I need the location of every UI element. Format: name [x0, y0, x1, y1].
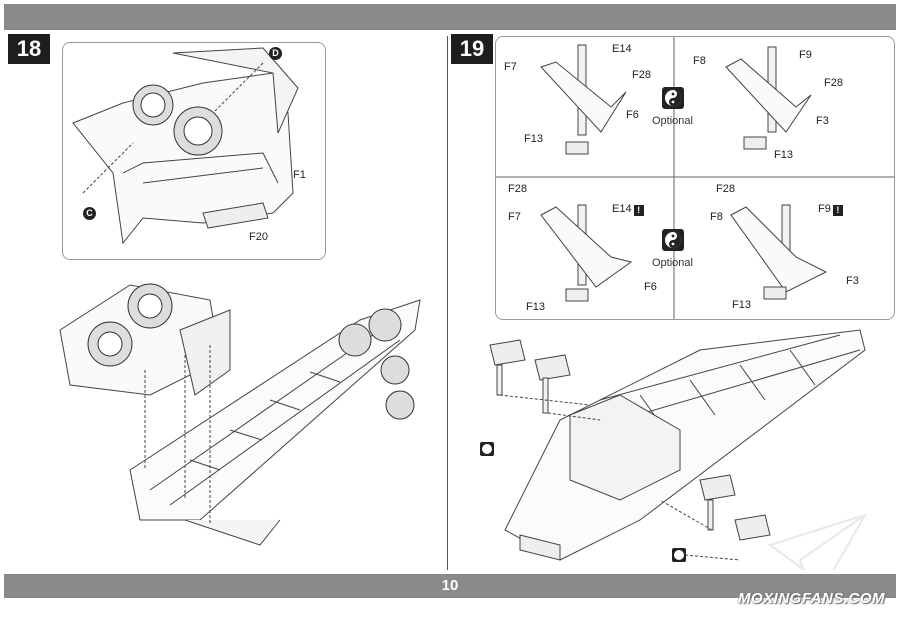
tl-label-f6: F6 — [626, 109, 639, 121]
step-19-number: 19 — [451, 34, 493, 64]
br-label-f9: F9! — [818, 203, 843, 216]
br-label-f3: F3 — [846, 275, 859, 287]
br-label-f13: F13 — [732, 299, 751, 311]
bl-label-f13: F13 — [526, 301, 545, 313]
watermark: MOXINGFANS.COM — [738, 590, 886, 607]
optional-label-bottom: Optional — [652, 257, 693, 269]
tl-label-e14: E14 — [612, 43, 632, 55]
tr-label-f3: F3 — [816, 115, 829, 127]
callout-d: D — [269, 47, 282, 60]
tl-label-f7: F7 — [504, 61, 517, 73]
step-19-options-panel: E14 F7 F28 F6 F13 F8 F9 F28 F3 F13 F28 F… — [495, 36, 895, 320]
warning-icon: ! — [832, 205, 843, 216]
br-label-f28: F28 — [716, 183, 735, 195]
optional-yinyang-icon — [662, 229, 684, 251]
page-number: 10 — [441, 577, 459, 594]
part-label-f1: F1 — [293, 169, 306, 181]
footer-bar: 10 — [4, 574, 896, 598]
optional-yinyang-icon — [662, 87, 684, 109]
bl-label-f6: F6 — [644, 281, 657, 293]
part-label-f20: F20 — [249, 231, 268, 243]
page-divider — [447, 36, 448, 570]
tl-label-f13: F13 — [524, 133, 543, 145]
bl-label-e14: E14! — [612, 203, 644, 216]
trailer-drawing-step-19 — [480, 329, 868, 570]
optional-label-top: Optional — [652, 115, 693, 127]
tl-label-f28: F28 — [632, 69, 651, 81]
br-label-f9-text: F9 — [818, 203, 831, 215]
header-bar — [4, 4, 896, 30]
bl-label-f7: F7 — [508, 211, 521, 223]
chassis-drawing-step-18 — [59, 283, 421, 546]
callout-c: C — [83, 207, 96, 220]
tr-label-f13: F13 — [774, 149, 793, 161]
step-18-detail-panel: D C F1 F20 — [62, 42, 326, 260]
tr-label-f9: F9 — [799, 49, 812, 61]
fender-assembly-drawing — [72, 47, 299, 245]
bl-label-e14-text: E14 — [612, 203, 632, 215]
br-label-f8: F8 — [710, 211, 723, 223]
step-18-number: 18 — [8, 34, 50, 64]
tr-label-f8: F8 — [693, 55, 706, 67]
stand-options-drawing — [496, 37, 894, 319]
warning-icon: ! — [633, 205, 644, 216]
bl-label-f28: F28 — [508, 183, 527, 195]
tr-label-f28: F28 — [824, 77, 843, 89]
